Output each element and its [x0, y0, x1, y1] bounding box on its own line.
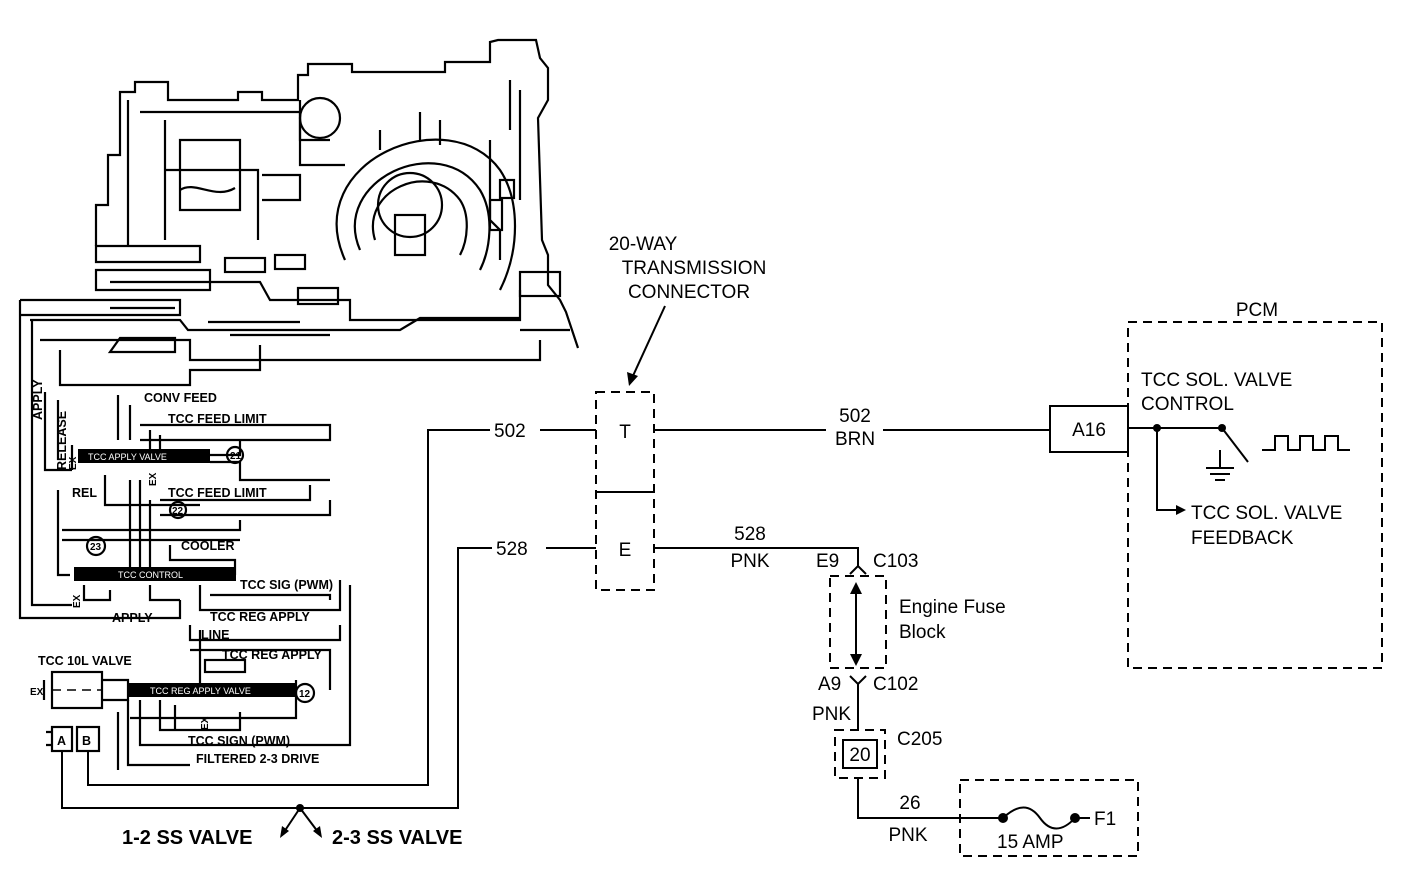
- c103-terminal-symbol: [849, 564, 867, 575]
- orifice-12-circle: [294, 682, 316, 704]
- apply-vertical-label: APPLY: [31, 379, 45, 420]
- tcc-feed-limit-top-label: TCC FEED LIMIT: [168, 412, 267, 426]
- ss12-valve-label: 1-2 SS VALVE: [122, 827, 252, 849]
- solenoid-b-label: B: [82, 734, 91, 748]
- ss23-valve-label: 2-3 SS VALVE: [332, 827, 462, 849]
- ground-icon: [1206, 450, 1234, 481]
- tcc-apply-valve-label: TCC APPLY VALVE: [88, 452, 167, 462]
- wire-502-right-color: BRN: [835, 429, 875, 450]
- connector-pin-e: E: [619, 540, 632, 561]
- connector-pointer-arrow: [631, 305, 666, 379]
- pcm-pin-a16-label: A16: [1072, 420, 1106, 441]
- wire-26-num: 26: [899, 793, 920, 814]
- engine-fuse-block-name-line2: Block: [899, 622, 946, 643]
- pcm-feedback-line: [1156, 428, 1178, 511]
- pwm-waveform-icon: [1262, 435, 1350, 451]
- ex-label-lower: EX: [72, 594, 83, 608]
- spring-block: [223, 256, 267, 274]
- apply-label: APPLY: [112, 611, 153, 625]
- release-vertical-label: RELEASE: [55, 411, 69, 470]
- ss-valve-split-arrows: [283, 807, 319, 833]
- filtered-23-drive-label: FILTERED 2-3 DRIVE: [196, 752, 319, 766]
- wire-502-right-num: 502: [839, 406, 871, 427]
- solenoid-a-label: A: [57, 734, 66, 748]
- wire-528-left: [61, 547, 492, 809]
- pcm-driver-switch: [1221, 427, 1249, 463]
- transmission-case-drawing: [20, 38, 580, 387]
- pcm-box: [1127, 321, 1383, 669]
- c103-connector-label: C103: [873, 551, 918, 572]
- orifice-22-label: 22: [172, 506, 184, 517]
- conv-feed-label: CONV FEED: [144, 391, 217, 405]
- fuse-15amp-symbol: [1002, 806, 1090, 830]
- a9-terminal-label: A9: [818, 674, 841, 695]
- c205-box: [834, 729, 886, 779]
- tcc-reg-apply-valve-body: [128, 683, 296, 697]
- rel-label: REL: [72, 486, 97, 500]
- wire-528-left-label: 528: [496, 539, 528, 560]
- wire-528-right-color: PNK: [730, 551, 769, 572]
- tcc-sig-pwm-label: TCC SIG (PWM): [240, 578, 333, 592]
- c205-label: C205: [897, 729, 942, 750]
- case-bore-circle: [298, 96, 342, 140]
- pump-gear-block: [393, 213, 427, 257]
- tcc-reg-apply-valve-label: TCC REG APPLY VALVE: [150, 686, 251, 696]
- cooler-label: COOLER: [181, 539, 234, 553]
- wire-26-pnk: [857, 778, 1000, 819]
- ex-label-upper: EX: [68, 456, 79, 470]
- c102-connector-label: C102: [873, 674, 918, 695]
- orifice-23-circle: [85, 535, 107, 557]
- line-label: LINE: [201, 628, 229, 642]
- tcc-control-valve-body: [74, 567, 236, 581]
- connector-pin-t: T: [619, 422, 631, 443]
- converter-hub-circle: [376, 171, 444, 239]
- c102-terminal-symbol: [849, 675, 867, 730]
- connector-title-line1: 20-WAY: [609, 234, 678, 255]
- wire-502-left-label: 502: [494, 421, 526, 442]
- orifice-12-label: 12: [299, 689, 311, 700]
- connector-title-line2: TRANSMISSION: [622, 258, 767, 279]
- orifice-22-circle: [168, 500, 188, 520]
- orifice-21-label: 21: [230, 451, 242, 462]
- splice-20-label: 20: [849, 745, 870, 766]
- tcc-control-valve-label: TCC CONTROL: [118, 570, 183, 580]
- ex-label-mid: EX: [148, 472, 159, 486]
- orifice-21-circle: [225, 445, 245, 465]
- fuse-id-label: F1: [1094, 809, 1116, 830]
- tcc-feed-limit-mid-label: TCC FEED LIMIT: [168, 486, 267, 500]
- engine-fuse-block-name-line1: Engine Fuse: [899, 597, 1006, 618]
- pcm-feedback-line1: TCC SOL. VALVE: [1191, 503, 1342, 524]
- tcc-sign-pwm-label: TCC SIGN (PWM): [188, 734, 290, 748]
- pcm-feedback-line2: FEEDBACK: [1191, 528, 1294, 549]
- ex-label-iol: EX: [30, 687, 44, 698]
- wire-528-pnk: [654, 547, 859, 566]
- wire-26-color: PNK: [888, 825, 927, 846]
- e9-terminal-label: E9: [816, 551, 839, 572]
- splice-20-box: [842, 739, 878, 769]
- orifice-23-label: 23: [90, 542, 102, 553]
- pcm-control-line2: CONTROL: [1141, 394, 1234, 415]
- pcm-control-line1: TCC SOL. VALVE: [1141, 370, 1292, 391]
- pcm-title: PCM: [1236, 300, 1278, 321]
- fuse-f1-box: [959, 779, 1139, 857]
- tcc-iol-valve-label: TCC 10L VALVE: [38, 654, 132, 668]
- ex-label-reg: EX: [200, 716, 211, 730]
- tcc-apply-valve-body: [78, 449, 210, 463]
- wire-502-left: [87, 429, 490, 786]
- fuse-rating-label: 15 AMP: [997, 832, 1064, 853]
- connector-title-line3: CONNECTOR: [628, 282, 750, 303]
- tcc-reg-apply-top-label: TCC REG APPLY: [210, 610, 310, 624]
- tcc-reg-apply-mid-label: TCC REG APPLY: [222, 648, 322, 662]
- wire-pnk-lower-label: PNK: [812, 704, 851, 725]
- wire-528-right-num: 528: [734, 524, 766, 545]
- hydraulic-circuit: TCC APPLY VALVE 21 22 23 TCC CONTROL TCC…: [18, 300, 352, 770]
